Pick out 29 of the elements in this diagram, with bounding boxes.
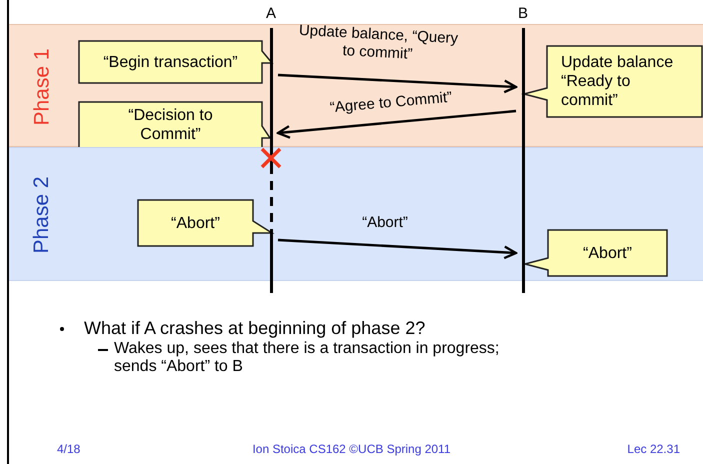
speech-bubble xyxy=(79,102,270,148)
speech-bubble xyxy=(138,200,272,246)
edge-label: “Agree to Commit” xyxy=(328,88,454,118)
lifeline xyxy=(516,6,530,293)
footer-text: 4/18 xyxy=(57,441,82,458)
callout-text: Update balance “Ready to commit” xyxy=(561,53,674,111)
phase-band xyxy=(9,24,703,147)
lifeline xyxy=(264,6,278,293)
footer-text: Lec 22.31 xyxy=(626,441,680,458)
edge-label: Update balance, “Query to commit” xyxy=(298,22,460,65)
speech-bubble xyxy=(525,230,667,276)
participant-label: A xyxy=(264,6,277,22)
message-arrow xyxy=(278,238,518,260)
phase-label: Phase 1 xyxy=(30,46,54,128)
phase-band xyxy=(9,147,703,281)
callout-text: “Begin transaction” xyxy=(102,52,239,72)
callout-text: “Decision to Commit” xyxy=(127,106,214,145)
message-arrow xyxy=(278,74,518,94)
phase-label: Phase 2 xyxy=(30,175,54,256)
message-arrow xyxy=(276,110,516,139)
footer-text: Ion Stoica CS162 ©UCB Spring 2011 xyxy=(251,441,452,458)
bullet-text: What if A crashes at beginning of phase 2? xyxy=(84,318,426,338)
speech-bubble xyxy=(79,41,272,83)
callout-text: “Abort” xyxy=(582,244,633,264)
edge-label: “Abort” xyxy=(361,214,409,232)
callout-text: “Abort” xyxy=(170,214,221,234)
bullet-text: Wakes up, sees that there is a transaction in progress; sends “Abort” to B xyxy=(114,340,500,376)
speech-bubble xyxy=(524,46,702,117)
participant-label: B xyxy=(516,6,529,22)
